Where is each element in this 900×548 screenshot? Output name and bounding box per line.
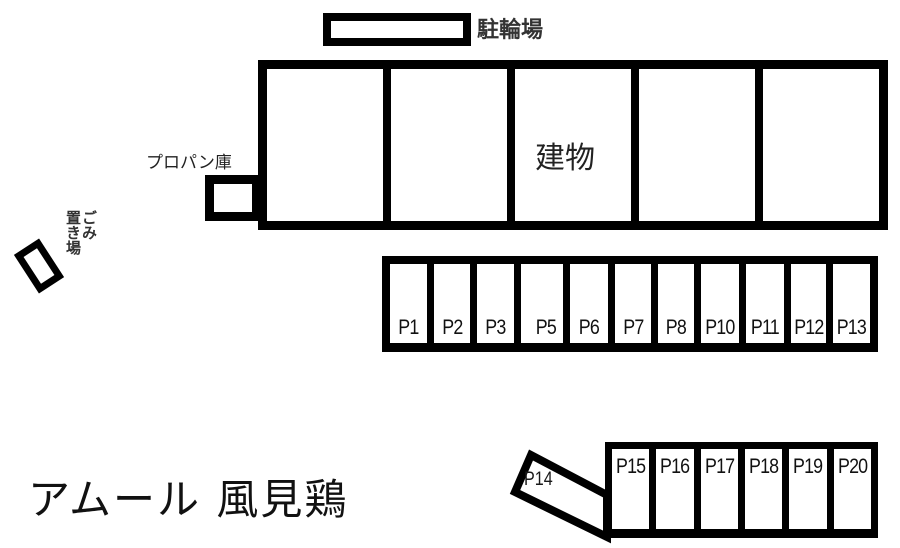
parking-space-p11[interactable]: P11 — [745, 264, 784, 343]
garbage-label-line1: ごみ — [80, 210, 98, 240]
parking-space-p19[interactable]: P19 — [789, 449, 827, 529]
parking-space-p15[interactable]: P15 — [612, 449, 650, 529]
building-unit-3: 建物 — [515, 69, 631, 221]
property-name: アムール 風見鶏 — [28, 475, 349, 524]
parking-space-p1[interactable]: P1 — [390, 264, 427, 343]
bicycle-parking-area — [323, 13, 471, 46]
parking-space-p18[interactable]: P18 — [744, 449, 783, 529]
parking-row-2: P15 P16 P17 P18 P19 P20 — [605, 442, 878, 538]
building-unit-4 — [639, 69, 755, 221]
parking-space-p3[interactable]: P3 — [477, 264, 515, 343]
parking-space-p12[interactable]: P12 — [790, 264, 827, 343]
parking-space-p14-label: P14 — [524, 469, 553, 490]
building-label: 建物 — [535, 141, 595, 176]
propane-storage — [205, 175, 261, 221]
parking-space-p13[interactable]: P13 — [833, 264, 870, 343]
parking-row-1: P1 P2 P3 P5 P6 P7 P8 P10 P11 P12 P13 — [382, 256, 878, 352]
parking-space-p7[interactable]: P7 — [614, 264, 652, 343]
parking-space-p10[interactable]: P10 — [701, 264, 739, 343]
parking-space-p2[interactable]: P2 — [433, 264, 471, 343]
building-unit-5 — [763, 69, 879, 221]
garbage-area — [13, 238, 65, 294]
building-unit-2 — [391, 69, 507, 221]
parking-space-p20[interactable]: P20 — [833, 449, 871, 529]
building: 建物 — [258, 60, 888, 230]
parking-space-p5[interactable]: P5 — [521, 264, 563, 343]
propane-storage-label: プロパン庫 — [146, 153, 232, 173]
garbage-label-line2: 置き場 — [64, 210, 82, 255]
bicycle-parking-label: 駐輪場 — [477, 18, 544, 43]
parking-space-p6[interactable]: P6 — [569, 264, 608, 343]
garbage-area-label: ごみ 置き場 — [64, 210, 98, 255]
building-unit-1 — [267, 69, 383, 221]
parking-space-p8[interactable]: P8 — [658, 264, 695, 343]
parking-space-p16[interactable]: P16 — [656, 449, 694, 529]
parking-space-p17[interactable]: P17 — [700, 449, 738, 529]
parking-space-p14[interactable] — [505, 445, 615, 545]
